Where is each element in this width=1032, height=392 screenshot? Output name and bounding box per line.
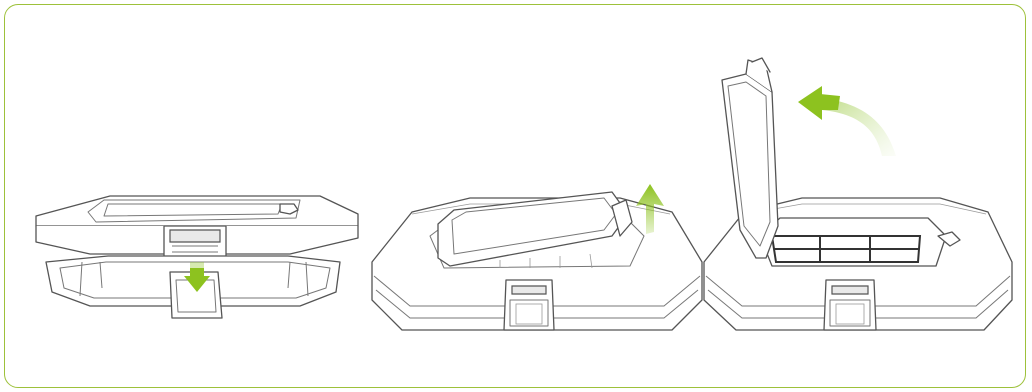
- panel-3-cover-raised: [704, 58, 1012, 330]
- arrow-curved-up-left-icon: [798, 86, 896, 156]
- panel-1-bin-lifted: [36, 196, 358, 318]
- panel-2-cover-open: [372, 184, 702, 330]
